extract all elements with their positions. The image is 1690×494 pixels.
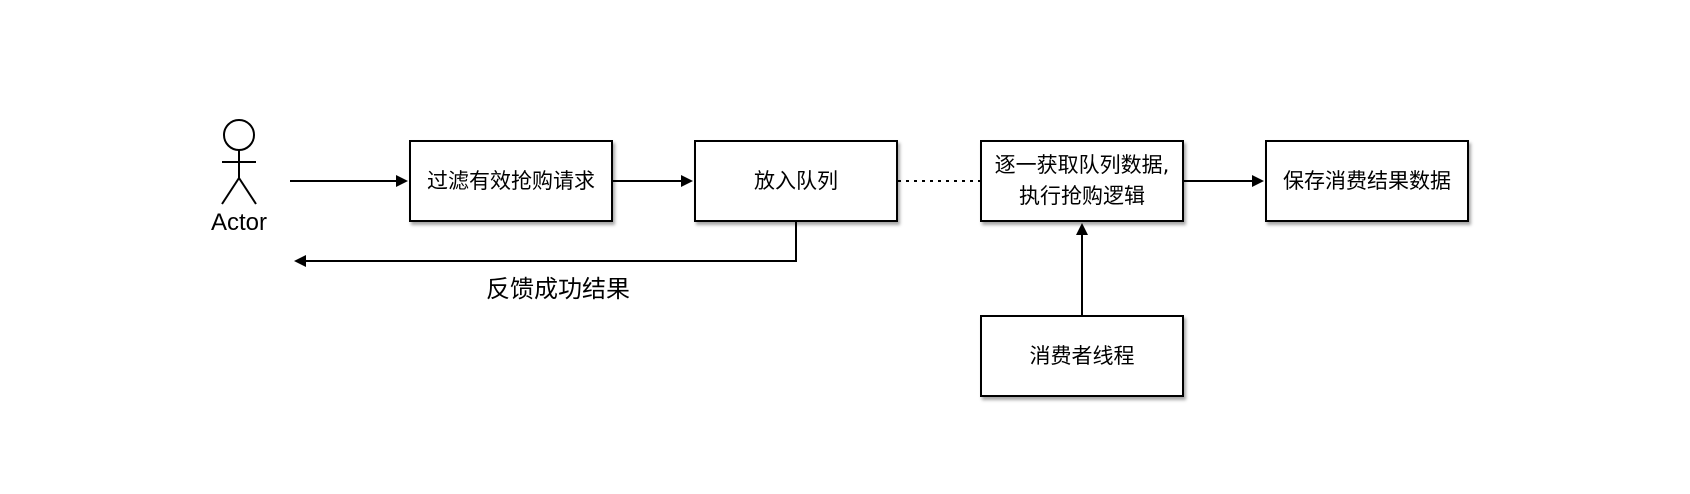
save-results-label: 保存消费结果数据 <box>1283 168 1451 193</box>
feedback-edge-label: 反馈成功结果 <box>486 275 630 303</box>
arrow-feedback-to-actor <box>294 222 797 267</box>
filter-requests-node: 过滤有效抢购请求 <box>409 140 613 222</box>
enqueue-label: 放入队列 <box>754 168 838 193</box>
filter-requests-label: 过滤有效抢购请求 <box>427 168 595 193</box>
process-queue-label: 逐一获取队列数据,执行抢购逻辑 <box>994 153 1170 208</box>
consumer-thread-label: 消费者线程 <box>1029 343 1135 368</box>
save-results-node: 保存消费结果数据 <box>1265 140 1469 222</box>
process-queue-node: 逐一获取队列数据,执行抢购逻辑 <box>980 140 1184 222</box>
consumer-thread-node: 消费者线程 <box>980 315 1184 397</box>
enqueue-node: 放入队列 <box>694 140 898 222</box>
actor-icon <box>221 119 257 205</box>
